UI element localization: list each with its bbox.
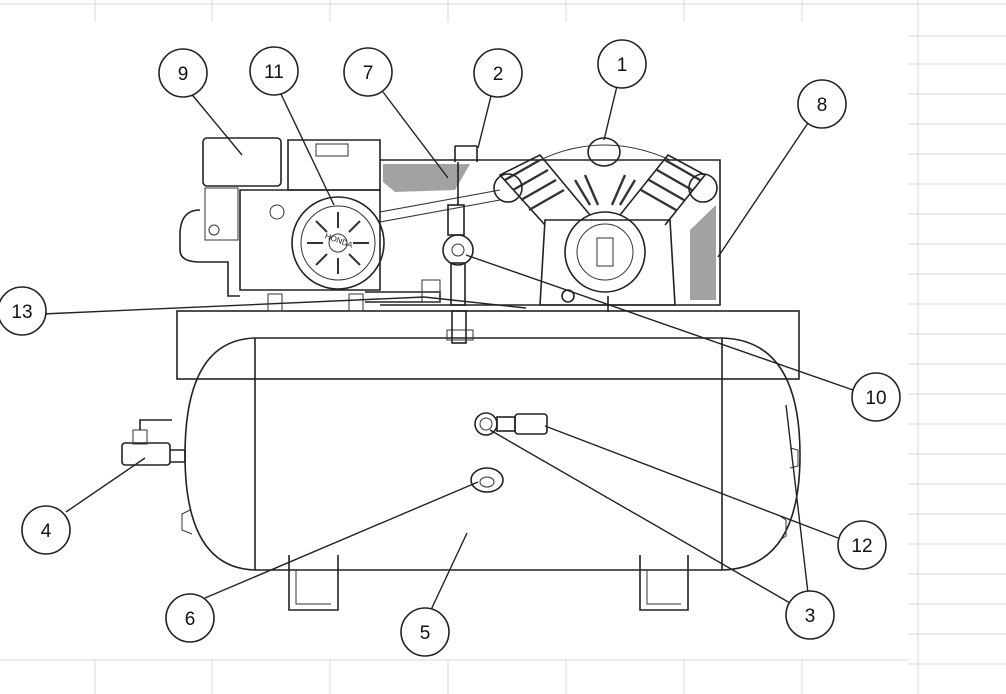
callout-12-label: 12	[851, 536, 872, 557]
callout-8: 8	[797, 79, 847, 129]
callout-2-label: 2	[493, 64, 504, 85]
base-platform	[176, 310, 800, 380]
callout-10-label: 10	[865, 388, 886, 409]
callout-9: 9	[158, 48, 208, 98]
safety-valve	[496, 413, 548, 435]
drain-valve	[121, 419, 186, 466]
callout-1: 1	[597, 39, 647, 89]
callout-6: 6	[165, 593, 215, 643]
callout-8-label: 8	[817, 95, 828, 116]
belt-guard	[379, 159, 721, 306]
cooling-fins	[504, 158, 701, 212]
callout-7: 7	[343, 47, 393, 97]
air-tank	[181, 337, 801, 571]
callout-5: 5	[400, 607, 450, 657]
callout-5-label: 5	[420, 623, 431, 644]
callout-11: 11	[249, 46, 299, 96]
callout-4-label: 4	[41, 521, 52, 542]
starter-vents	[307, 212, 369, 274]
callout-13: 13	[0, 286, 47, 336]
callout-7-label: 7	[363, 63, 374, 84]
gas-engine: HONDA	[179, 137, 385, 312]
callout-13-label: 13	[11, 302, 32, 323]
callout-4: 4	[21, 505, 71, 555]
callout-9-label: 9	[178, 64, 189, 85]
discharge-piping	[365, 145, 478, 344]
compressor-pump	[493, 137, 718, 312]
callout-1-label: 1	[617, 55, 628, 76]
callout-3-label: 3	[805, 606, 816, 627]
callout-2: 2	[473, 48, 523, 98]
callout-11-label: 11	[264, 62, 284, 83]
callout-3: 3	[785, 590, 835, 640]
callout-6-label: 6	[185, 609, 196, 630]
leader-lines	[41, 85, 854, 613]
callout-10: 10	[851, 372, 901, 422]
callout-12: 12	[837, 520, 887, 570]
tank-legs	[288, 555, 689, 611]
tank-fitting	[470, 467, 504, 493]
